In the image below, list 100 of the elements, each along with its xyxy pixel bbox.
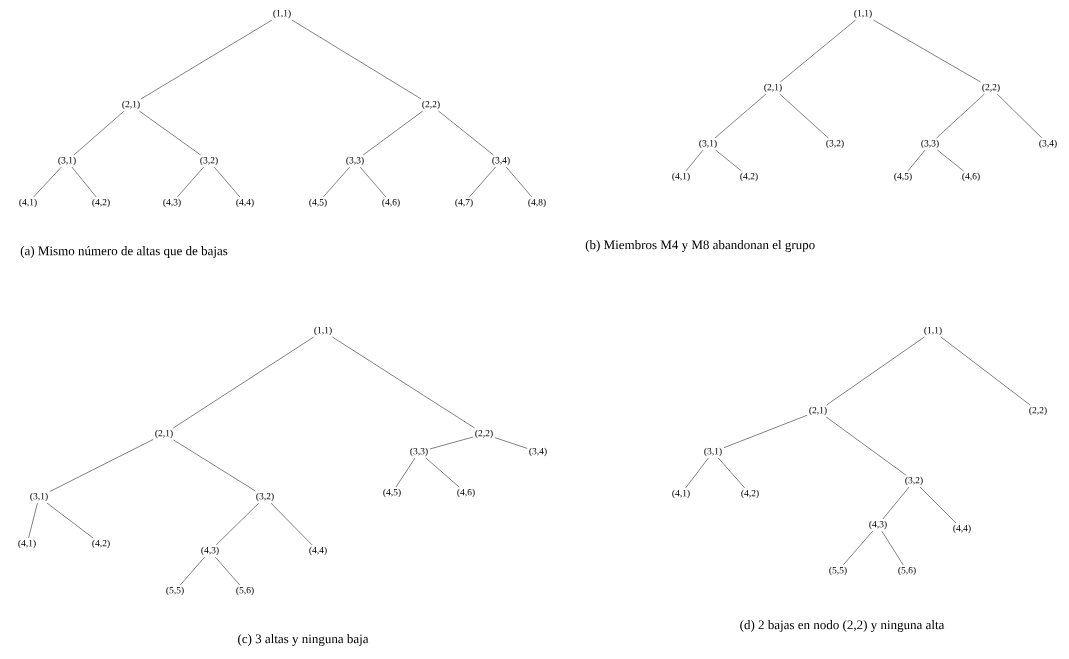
tree-node-label: (5,5)	[166, 586, 184, 596]
tree-node-label: (3,3)	[921, 139, 939, 149]
tree-edge	[395, 457, 416, 488]
tree-edge	[215, 556, 240, 586]
tree-node-label: (3,1)	[699, 139, 717, 149]
tree-edge	[291, 19, 422, 100]
tree-node-label: (4,1)	[672, 489, 690, 499]
tree-edge	[780, 19, 856, 83]
tree-edge	[140, 19, 273, 100]
tree-node-label: (4,5)	[894, 172, 912, 182]
tree-edge	[173, 336, 314, 429]
tree-edge	[919, 486, 957, 524]
tree-edge	[213, 166, 241, 198]
tree-edge	[323, 166, 350, 198]
tree-edge	[215, 502, 260, 546]
tree-node-label: (2,1)	[764, 83, 782, 93]
tree-edge	[270, 502, 313, 546]
tree-node-label: (3,1)	[58, 156, 76, 166]
tree-node-label: (3,4)	[492, 156, 510, 166]
tree-node-label: (3,2)	[200, 156, 218, 166]
tree-node-label: (1,1)	[314, 326, 332, 336]
tree-node-label: (4,8)	[528, 198, 546, 208]
tree-edge	[177, 166, 204, 198]
tree-edge	[49, 439, 154, 492]
tree-edge	[826, 416, 906, 476]
tree-edge	[842, 530, 874, 566]
tree-node-label: (1,1)	[273, 9, 291, 19]
tree-edge	[139, 110, 201, 156]
tree-edge	[718, 457, 745, 489]
tree-node-label: (4,1)	[19, 198, 37, 208]
tree-edge	[881, 530, 904, 566]
caption: (b) Miembros M4 y M8 abandonan el grupo	[585, 240, 815, 252]
tree-node-label: (4,1)	[18, 539, 36, 549]
tree-node-label: (2,1)	[122, 100, 140, 110]
tree-edge	[180, 556, 205, 586]
caption: (a) Mismo número de altas que de bajas	[20, 246, 228, 258]
tree-node-label: (4,2)	[92, 539, 110, 549]
tree-node-label: (2,2)	[982, 83, 1000, 93]
tree-edge	[715, 149, 742, 172]
tree-edge	[685, 457, 709, 489]
tree-edge	[714, 93, 767, 139]
tree-node-label: (4,6)	[457, 488, 475, 498]
tree-node-label: (3,4)	[529, 447, 547, 457]
tree-node-label: (4,7)	[455, 198, 473, 208]
tree-node-label: (3,3)	[410, 447, 428, 457]
tree-edge	[826, 336, 925, 406]
tree-node-label: (4,4)	[309, 546, 327, 556]
tree-node-label: (1,1)	[924, 326, 942, 336]
tree-node-label: (3,4)	[1039, 139, 1057, 149]
tree-node-label: (4,4)	[953, 524, 971, 534]
tree-node-label: (2,1)	[809, 406, 827, 416]
tree-edge	[907, 149, 926, 172]
tree-node-label: (3,2)	[905, 476, 923, 486]
tree-edge	[873, 19, 981, 83]
tree-node-label: (2,2)	[475, 429, 493, 439]
tree-edge	[438, 110, 494, 156]
tree-edge	[429, 436, 474, 450]
tree-node-label: (4,2)	[741, 489, 759, 499]
tree-edge	[362, 110, 424, 156]
caption: (d) 2 bajas en nodo (2,2) y ninguna alta	[740, 620, 945, 632]
tree-edge	[173, 439, 256, 492]
tree-edge	[494, 437, 528, 449]
tree-edge	[882, 486, 910, 520]
tree-edge	[359, 166, 387, 198]
tree-node-label: (4,4)	[236, 198, 254, 208]
tree-edge	[940, 336, 1031, 406]
tree-node-label: (4,6)	[962, 172, 980, 182]
tree-edge	[937, 149, 964, 172]
tree-node-label: (4,6)	[382, 198, 400, 208]
tree-node-label: (3,1)	[704, 447, 722, 457]
tree-node-label: (2,2)	[1029, 406, 1047, 416]
tree-edge	[332, 336, 475, 429]
tree-edge	[28, 502, 38, 539]
tree-edge	[936, 93, 985, 139]
tree-node-label: (4,2)	[92, 198, 110, 208]
tree-edge	[505, 166, 533, 198]
tree-edge	[779, 93, 829, 139]
tree-edge	[73, 110, 125, 156]
tree-edge	[425, 457, 460, 488]
tree-node-label: (4,3)	[163, 198, 181, 208]
tree-edge	[46, 502, 94, 539]
tree-node-label: (5,6)	[898, 566, 916, 576]
tree-node-label: (4,1)	[672, 172, 690, 182]
tree-node-label: (3,1)	[30, 492, 48, 502]
tree-node-label: (5,5)	[829, 566, 847, 576]
tree-node-label: (4,3)	[869, 520, 887, 530]
caption: (c) 3 altas y ninguna baja	[238, 634, 369, 646]
tree-edge	[996, 93, 1043, 139]
tree-node-label: (3,2)	[826, 139, 844, 149]
tree-edge	[685, 149, 704, 172]
tree-edge	[33, 166, 62, 198]
tree-node-label: (3,3)	[346, 156, 364, 166]
tree-edge	[723, 414, 808, 449]
tree-node-label: (5,6)	[236, 586, 254, 596]
tree-node-label: (4,5)	[383, 488, 401, 498]
tree-node-label: (2,1)	[155, 429, 173, 439]
tree-node-label: (4,3)	[201, 546, 219, 556]
tree-node-label: (4,5)	[309, 198, 327, 208]
tree-node-label: (2,2)	[422, 100, 440, 110]
tree-edge	[71, 166, 97, 198]
